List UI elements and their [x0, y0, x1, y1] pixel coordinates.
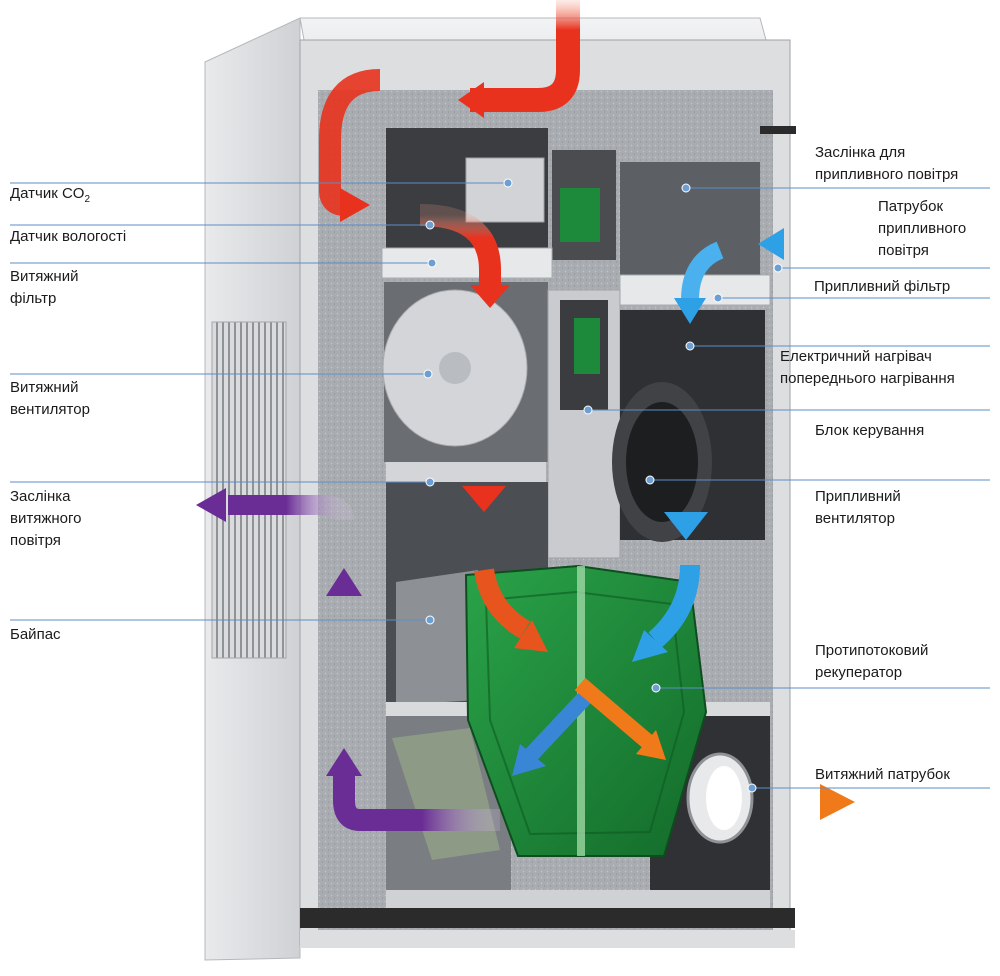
leader-lines-right: [583, 183, 990, 793]
label-co2-sensor: Датчик CO2: [10, 185, 91, 205]
warm-inflow-arrow: [470, 0, 580, 112]
bypass-box: [396, 570, 478, 705]
warm-loop-arrow: [319, 69, 381, 216]
label-extract-filter: Витяжний фільтр: [10, 268, 79, 307]
extract-damper-arrow: [228, 495, 354, 522]
label-supply-inlet: Патрубок припливного повітря: [878, 198, 967, 259]
label-supply-damper: Заслінка для припливного повітря: [815, 144, 959, 183]
label-extract-fan: Витяжний вентилятор: [10, 379, 90, 418]
label-supply-fan: Припливний вентилятор: [815, 488, 901, 527]
label-bypass: Байпас: [10, 626, 61, 643]
label-exhaust-outlet: Витяжний патрубок: [815, 766, 950, 783]
label-control-unit: Блок керування: [815, 422, 925, 439]
purple-return-arrow: [333, 772, 500, 831]
leader-lines-left: [10, 178, 513, 625]
co2-sensor-box: [465, 157, 545, 223]
airflow-arrows: [196, 0, 855, 831]
label-humidity-sensor: Датчик вологості: [10, 228, 127, 245]
pcb: [560, 188, 600, 242]
label-preheater: Електричний нагрівач попереднього нагрів…: [780, 348, 955, 387]
label-extract-damper: Заслінка витяжного повітря: [10, 488, 82, 549]
label-supply-filter: Припливний фільтр: [814, 278, 951, 295]
extract-air-arrow: [419, 204, 501, 290]
label-recuperator: Протипотоковий рекуператор: [815, 642, 929, 681]
